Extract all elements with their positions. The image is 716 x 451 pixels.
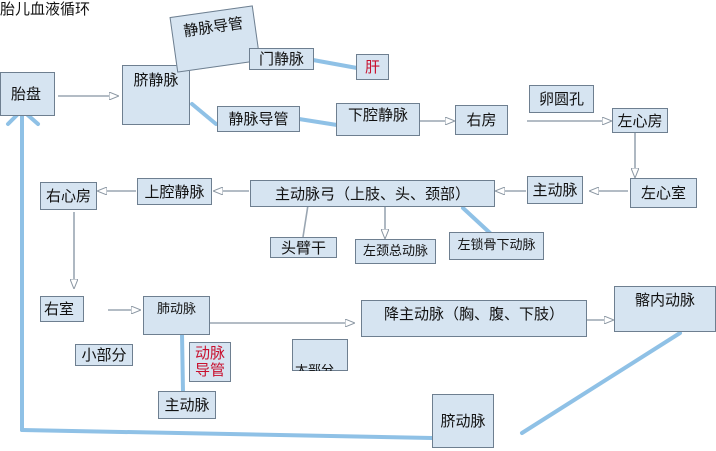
- node-svc: 上腔静脉: [137, 178, 212, 205]
- node-aorta-bottom: 主动脉: [158, 391, 216, 419]
- node-ductus-venosus: 静脉导管: [217, 106, 300, 132]
- node-right-atrium: 右心房: [40, 182, 97, 210]
- node-ivc: 下腔静脉: [336, 103, 420, 136]
- node-foramen-ovale: 卵圆孔: [529, 85, 594, 113]
- node-brachiocephalic: 头臂干: [270, 237, 337, 258]
- node-internal-iliac: 髂内动脉: [614, 286, 716, 332]
- connector-umbilical-ductus: [190, 102, 218, 126]
- node-placenta: 胎盘: [0, 72, 55, 116]
- connector-arch-subclavian: [461, 206, 492, 235]
- node-left-ventricle: 左心室: [630, 178, 697, 208]
- node-aortic-arch: 主动脉弓（上肢、头、颈部）: [250, 180, 495, 207]
- node-portal-vein: 门静脉: [249, 48, 314, 70]
- node-ductus-venosus-top: 静脉导管: [169, 5, 261, 73]
- node-pulmonary-artery: 肺动脉: [143, 296, 210, 335]
- node-left-subclavian: 左锁骨下动脉: [449, 232, 544, 260]
- node-right-atrium-mid: 右房: [455, 105, 508, 135]
- connector-bottom: [20, 428, 434, 440]
- connector-pulmonary-aorta: [180, 332, 185, 394]
- node-large-part-text: 大部分: [295, 364, 334, 371]
- node-right-ventricle: 右室: [40, 296, 84, 322]
- node-left-atrium: 左心房: [612, 108, 668, 133]
- node-liver: 肝: [356, 54, 389, 80]
- node-descending-aorta: 降主动脉（胸、腹、下肢）: [361, 300, 587, 337]
- connector-ductus-ivc: [297, 117, 339, 127]
- diagram-title: 胎儿血液循环: [0, 0, 91, 18]
- line-arch-brachiocephalic: [302, 204, 309, 238]
- node-large-part-frame: [292, 339, 348, 371]
- node-umbilical-vein: 脐静脉: [122, 65, 190, 125]
- connector-iliac-umbilical: [520, 331, 682, 435]
- node-small-part: 小部分: [75, 344, 133, 366]
- node-aorta: 主动脉: [527, 176, 583, 204]
- node-umbilical-artery: 脐动脉: [432, 394, 494, 448]
- node-left-common-carotid: 左颈总动脉: [355, 239, 436, 264]
- node-ductus-arteriosus: 动脉导管: [189, 342, 231, 382]
- connector-portal-liver: [311, 58, 359, 70]
